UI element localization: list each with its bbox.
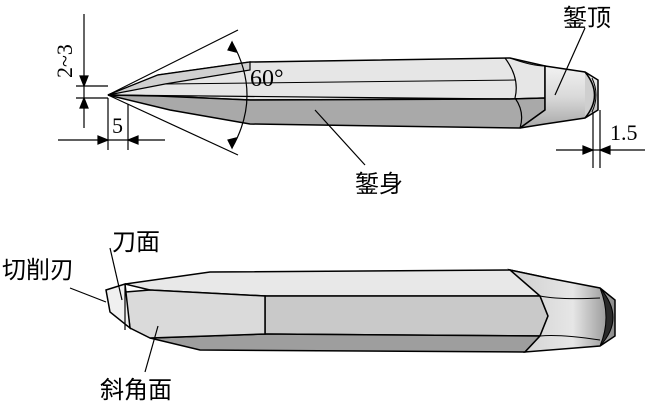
- dim-2-3: 2~3: [52, 44, 77, 78]
- bottom-leaders: [69, 247, 159, 373]
- dim-5: 5: [112, 113, 123, 138]
- bottom-blade-face: [105, 283, 131, 330]
- top-chisel: [107, 57, 599, 129]
- bottom-middle-face: [264, 295, 549, 337]
- label-chisel-body: 錾身: [355, 170, 403, 198]
- top-bevel-upper: [107, 61, 251, 96]
- dim-1-5: 1.5: [610, 120, 638, 145]
- bottom-bevel-face: [124, 289, 266, 339]
- angle-60: 60°: [250, 66, 284, 92]
- label-blade-face: 刀面: [112, 228, 160, 256]
- label-bevel-face: 斜角面: [100, 376, 172, 404]
- label-cutting-edge: 切削刃: [2, 256, 74, 284]
- bottom-chisel: [105, 268, 616, 353]
- label-chisel-head: 錾顶: [563, 4, 611, 32]
- top-dimensions: [58, 14, 645, 168]
